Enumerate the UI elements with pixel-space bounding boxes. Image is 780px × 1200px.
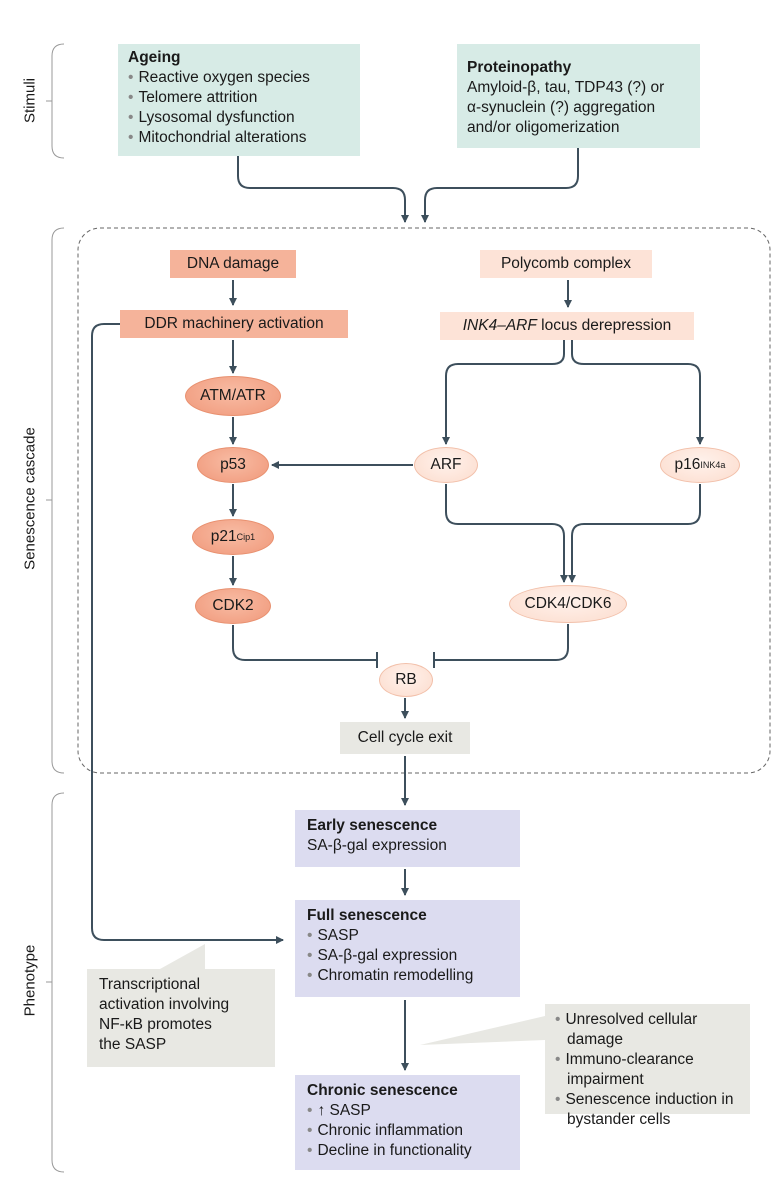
- arf-node: ARF: [414, 447, 478, 483]
- polycomb-node: Polycomb complex: [480, 250, 652, 278]
- ageing-item: Telomere attrition: [128, 88, 350, 108]
- proteinopathy-line: α-synuclein (?) aggregation: [467, 99, 656, 116]
- cell-cycle-exit-node: Cell cycle exit: [340, 722, 470, 754]
- ageing-item: Lysosomal dysfunction: [128, 108, 350, 128]
- callout-left-tail: [160, 944, 205, 969]
- cascade-dashed-border: [77, 227, 771, 774]
- bracket-phenotype: [46, 792, 65, 1173]
- callout-right-tail: [420, 1016, 545, 1045]
- cdk2-node: CDK2: [195, 588, 271, 624]
- proteinopathy-box: Proteinopathy Amyloid-β, tau, TDP43 (?) …: [457, 44, 700, 148]
- atm-atr-node: ATM/ATR: [185, 376, 281, 416]
- chronic-item: Decline in functionality: [307, 1141, 508, 1161]
- early-title: Early senescence: [307, 817, 438, 834]
- p16-label: p16: [674, 456, 701, 473]
- callout-left-line: Transcriptional: [99, 976, 201, 993]
- rb-node: RB: [379, 663, 433, 697]
- full-item: Chromatin remodelling: [307, 966, 508, 986]
- callout-right-item: Senescence induction in bystander cells: [565, 1090, 738, 1130]
- ddr-node: DDR machinery activation: [120, 310, 348, 338]
- early-senescence-box: Early senescence SA-β-gal expression: [295, 810, 520, 867]
- callout-left-line: activation involving: [99, 996, 230, 1013]
- ink4-arf-text: locus derepression: [536, 317, 672, 334]
- p21-sup: Cip1: [236, 532, 256, 542]
- early-line: SA-β-gal expression: [307, 837, 447, 854]
- callout-left: Transcriptional activation involving NF-…: [87, 969, 275, 1067]
- ink4-arf-node: INK4–ARF locus derepression: [440, 312, 694, 340]
- ageing-title: Ageing: [128, 49, 181, 66]
- cdk4-cdk6-node: CDK4/CDK6: [509, 585, 627, 623]
- dna-damage-node: DNA damage: [170, 250, 296, 278]
- bracket-stimuli: [46, 43, 65, 159]
- side-label-cascade: Senescence cascade: [21, 427, 39, 570]
- proteinopathy-line: Amyloid-β, tau, TDP43 (?) or: [467, 79, 665, 96]
- p53-node: p53: [197, 447, 269, 483]
- ageing-item: Reactive oxygen species: [128, 68, 350, 88]
- bracket-cascade: [46, 227, 65, 774]
- side-label-phenotype: Phenotype: [21, 944, 39, 1017]
- callout-left-line: the SASP: [99, 1036, 167, 1053]
- callout-right-item: Unresolved cellular damage: [565, 1010, 738, 1050]
- callout-right: Unresolved cellular damage Immuno-cleara…: [545, 1004, 750, 1128]
- full-senescence-box: Full senescence SASP SA-β-gal expression…: [295, 900, 520, 997]
- p21-label: p21: [210, 528, 237, 545]
- chronic-senescence-box: Chronic senescence ↑ SASP Chronic inflam…: [295, 1075, 520, 1170]
- full-item: SASP: [307, 926, 508, 946]
- full-item: SA-β-gal expression: [307, 946, 508, 966]
- ink4-arf-gene: INK4–ARF: [462, 317, 537, 334]
- proteinopathy-title: Proteinopathy: [467, 59, 572, 76]
- proteinopathy-line: and/or oligomerization: [467, 119, 620, 136]
- ageing-item: Mitochondrial alterations: [128, 128, 350, 148]
- chronic-title: Chronic senescence: [307, 1082, 458, 1099]
- callout-left-line: NF-κB promotes: [99, 1016, 212, 1033]
- side-label-stimuli: Stimuli: [21, 78, 39, 124]
- ageing-box: Ageing Reactive oxygen species Telomere …: [118, 44, 360, 156]
- callout-right-item: Immuno-clearance impairment: [565, 1050, 738, 1090]
- full-title: Full senescence: [307, 907, 427, 924]
- chronic-item: ↑ SASP: [307, 1101, 508, 1121]
- p16-sup: INK4a: [700, 460, 726, 470]
- chronic-item: Chronic inflammation: [307, 1121, 508, 1141]
